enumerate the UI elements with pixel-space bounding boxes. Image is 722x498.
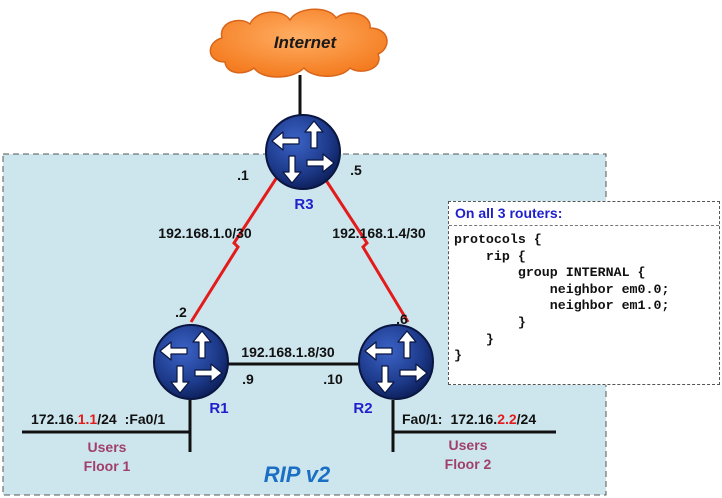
lan-r1-prefix: 172.16. (31, 411, 78, 427)
lan-r2-iface: Fa0/1: (402, 411, 442, 427)
router-r1-name: R1 (209, 400, 228, 417)
iface-r3-to-r1: .1 (237, 167, 249, 183)
lan-r2-mask: /24 (517, 411, 537, 427)
link-r3-r1 (189, 167, 285, 323)
internet-cloud-icon (209, 8, 388, 78)
subnet-r3-r1: 192.168.1.0/30 (158, 225, 252, 241)
lan-r1-mask: /24 (97, 411, 117, 427)
config-title: On all 3 routers: (449, 202, 719, 226)
router-r3-icon (265, 114, 341, 190)
router-r1-icon (153, 324, 229, 400)
config-box: On all 3 routers: protocols { rip { grou… (448, 201, 720, 385)
subnet-r1-r2: 192.168.1.8/30 (241, 344, 335, 360)
lan-r1-address: 172.16.1.1/24 :Fa0/1 (31, 411, 165, 427)
users-r1-line2: Floor 1 (84, 458, 131, 474)
lan-r2-prefix: 172.16. (450, 411, 497, 427)
iface-r1-to-r3: .2 (175, 304, 187, 320)
iface-r1-to-r2: .9 (242, 371, 254, 387)
iface-r2-to-r3: .6 (396, 311, 408, 327)
router-r2-name: R2 (353, 400, 372, 417)
iface-r2-to-r1: .10 (323, 371, 343, 387)
link-r3-r2 (316, 167, 410, 323)
users-r2-line1: Users (449, 437, 488, 453)
subnet-r3-r2: 192.168.1.4/30 (332, 225, 426, 241)
lan-r2-host: 2.2 (497, 411, 517, 427)
iface-r3-to-r2: .5 (350, 162, 362, 178)
rip-area-label: RIP v2 (264, 462, 331, 487)
users-r2-line2: Floor 2 (445, 456, 492, 472)
config-code: protocols { rip { group INTERNAL { neigh… (454, 232, 670, 364)
lan-r2-address: Fa0/1: 172.16.2.2/24 (402, 411, 536, 427)
internet-label: Internet (274, 33, 338, 52)
router-r2-icon (358, 324, 434, 400)
router-r3-name: R3 (294, 196, 313, 213)
lan-r1-host: 1.1 (78, 411, 98, 427)
lan-r1-iface: :Fa0/1 (125, 411, 166, 427)
users-r1-line1: Users (88, 439, 127, 455)
